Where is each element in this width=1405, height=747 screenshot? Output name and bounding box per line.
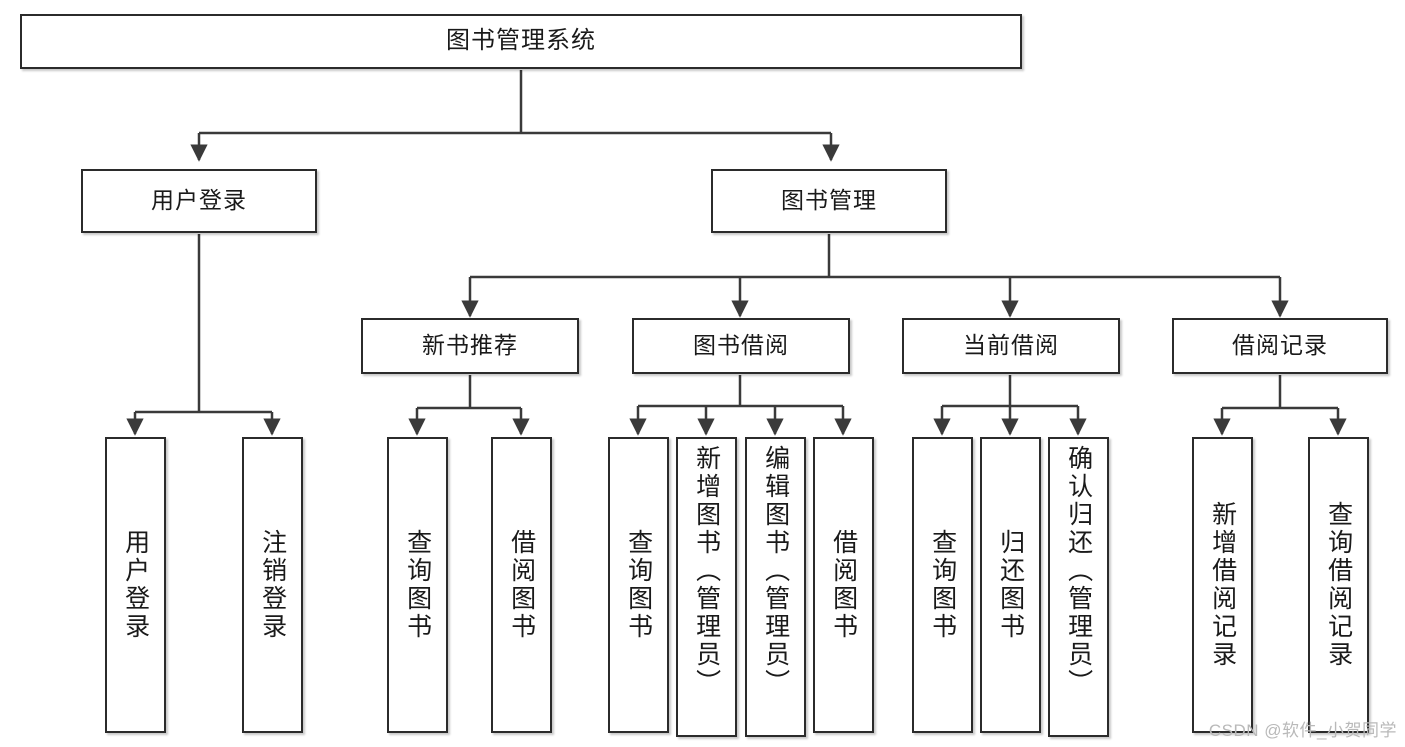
node-label: 图书管理系统 [446, 27, 596, 55]
node-book-management-system[interactable]: 图书管理系统 [20, 14, 1022, 69]
node-label: 新增图书（管理员） [692, 445, 721, 697]
node-leaf-query-book-1[interactable]: 查询图书 [387, 437, 448, 733]
node-label: 归还图书 [996, 529, 1025, 641]
node-book-borrow[interactable]: 图书借阅 [632, 318, 850, 374]
node-label: 图书借阅 [693, 332, 789, 359]
node-user-login[interactable]: 用户登录 [81, 169, 317, 233]
node-label: 用户登录 [151, 187, 247, 214]
node-label: 用户登录 [121, 529, 150, 641]
node-leaf-logout[interactable]: 注销登录 [242, 437, 303, 733]
node-label: 新书推荐 [422, 332, 518, 359]
node-label: 当前借阅 [963, 332, 1059, 359]
node-leaf-confirm-return[interactable]: 确认归还（管理员） [1048, 437, 1109, 737]
node-leaf-edit-book[interactable]: 编辑图书（管理员） [745, 437, 806, 737]
node-label: 确认归还（管理员） [1064, 445, 1093, 697]
node-leaf-borrow-book-1[interactable]: 借阅图书 [491, 437, 552, 733]
node-leaf-borrow-book-2[interactable]: 借阅图书 [813, 437, 874, 733]
node-leaf-query-record[interactable]: 查询借阅记录 [1308, 437, 1369, 733]
node-leaf-user-login[interactable]: 用户登录 [105, 437, 166, 733]
node-leaf-query-book-3[interactable]: 查询图书 [912, 437, 973, 733]
node-label: 查询借阅记录 [1324, 501, 1353, 669]
node-borrow-record[interactable]: 借阅记录 [1172, 318, 1388, 374]
node-label: 编辑图书（管理员） [761, 445, 790, 697]
node-leaf-add-book[interactable]: 新增图书（管理员） [676, 437, 737, 737]
node-label: 图书管理 [781, 187, 877, 214]
node-label: 注销登录 [258, 529, 287, 641]
node-leaf-query-book-2[interactable]: 查询图书 [608, 437, 669, 733]
node-label: 新增借阅记录 [1208, 501, 1237, 669]
node-leaf-return-book[interactable]: 归还图书 [980, 437, 1041, 733]
node-label: 查询图书 [928, 529, 957, 641]
node-label: 借阅图书 [507, 529, 536, 641]
node-current-borrow[interactable]: 当前借阅 [902, 318, 1120, 374]
node-book-manage[interactable]: 图书管理 [711, 169, 947, 233]
node-label: 借阅图书 [829, 529, 858, 641]
node-leaf-add-record[interactable]: 新增借阅记录 [1192, 437, 1253, 733]
node-label: 借阅记录 [1232, 332, 1328, 359]
node-label: 查询图书 [624, 529, 653, 641]
node-label: 查询图书 [403, 529, 432, 641]
node-new-book-rec[interactable]: 新书推荐 [361, 318, 579, 374]
csdn-watermark: CSDN @软件_小贺同学 [1208, 721, 1397, 740]
